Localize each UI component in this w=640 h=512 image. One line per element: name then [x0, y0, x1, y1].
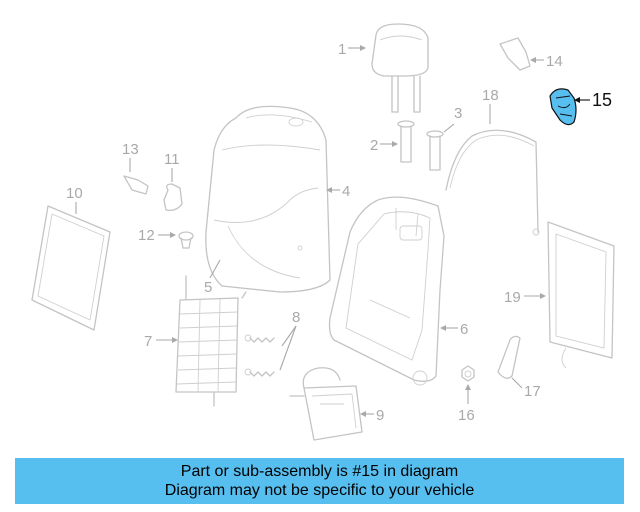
- part-2-guide[interactable]: [397, 120, 415, 163]
- callout-19: 19: [504, 289, 546, 306]
- part-14-trim[interactable]: [499, 37, 531, 71]
- svg-text:4: 4: [342, 183, 350, 200]
- info-banner: Part or sub-assembly is #15 in diagram D…: [15, 458, 624, 504]
- part-8-spring[interactable]: [244, 334, 275, 377]
- part-6-seat-frame[interactable]: [328, 196, 445, 386]
- svg-text:18: 18: [482, 87, 499, 104]
- callout-18: 18: [482, 87, 499, 124]
- callout-8: 8: [279, 309, 300, 371]
- svg-text:1: 1: [338, 41, 346, 58]
- part-1-headrest[interactable]: [371, 23, 429, 113]
- part-4-seatback-cover[interactable]: [205, 105, 331, 293]
- svg-text:10: 10: [66, 185, 83, 202]
- svg-text:2: 2: [370, 137, 378, 154]
- svg-text:5: 5: [204, 279, 212, 296]
- svg-text:9: 9: [376, 407, 384, 424]
- banner-line-part: Part or sub-assembly is #15 in diagram: [180, 463, 459, 480]
- svg-text:16: 16: [458, 407, 475, 424]
- part-18-cable[interactable]: [445, 129, 540, 236]
- callout-17: 17: [511, 377, 541, 400]
- svg-text:19: 19: [504, 289, 521, 306]
- callout-11: 11: [164, 151, 180, 182]
- callout-15[interactable]: 15: [574, 90, 612, 110]
- svg-text:12: 12: [138, 227, 155, 244]
- svg-text:6: 6: [460, 321, 468, 338]
- callout-3: 3: [443, 105, 462, 133]
- part-11-clip[interactable]: [163, 183, 183, 212]
- part-17-handle[interactable]: [497, 335, 521, 379]
- callout-4: 4: [326, 183, 350, 200]
- parts-diagram: 1 2 3 4 5 6 7 8 9 10: [31, 23, 615, 441]
- callout-13: 13: [122, 141, 139, 172]
- svg-text:14: 14: [546, 53, 563, 70]
- callout-2: 2: [370, 137, 398, 154]
- part-10-back-panel[interactable]: [31, 205, 111, 331]
- part-15-highlighted[interactable]: [549, 88, 577, 126]
- callout-6: 6: [440, 321, 468, 338]
- callout-14: 14: [530, 53, 563, 70]
- svg-text:7: 7: [144, 333, 152, 350]
- callout-1: 1: [338, 41, 366, 58]
- svg-text:8: 8: [292, 309, 300, 326]
- callout-9: 9: [360, 407, 384, 424]
- callout-7: 7: [144, 333, 178, 350]
- part-16-knob[interactable]: [461, 365, 475, 382]
- part-3-guide[interactable]: [426, 130, 444, 171]
- part-13-clip[interactable]: [123, 175, 149, 195]
- callout-5: 5: [204, 259, 221, 296]
- banner-line-disclaimer: Diagram may not be specific to your vehi…: [164, 482, 475, 499]
- part-9-module[interactable]: [289, 367, 363, 441]
- callout-12: 12: [138, 227, 176, 244]
- svg-text:3: 3: [454, 105, 462, 122]
- svg-text:17: 17: [524, 383, 541, 400]
- svg-text:11: 11: [164, 151, 180, 168]
- part-19-board[interactable]: [547, 221, 615, 369]
- svg-text:13: 13: [122, 141, 139, 158]
- callout-16: 16: [458, 384, 475, 424]
- part-12-clip[interactable]: [178, 231, 194, 249]
- svg-text:15: 15: [592, 90, 612, 110]
- callout-10: 10: [66, 185, 83, 214]
- part-7-lumbar-support[interactable]: [175, 275, 247, 407]
